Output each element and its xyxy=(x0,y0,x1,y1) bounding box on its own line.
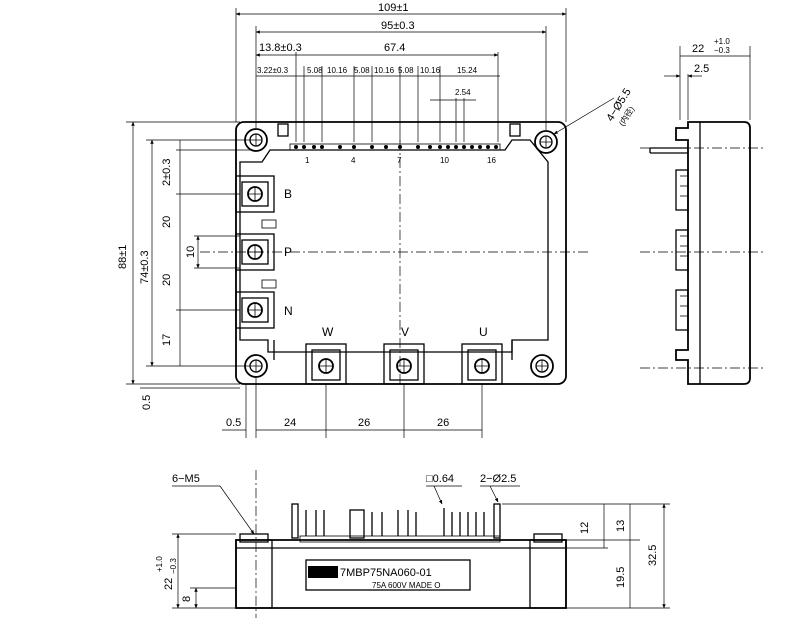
dim-h-22-minus: −0.3 xyxy=(169,558,178,574)
dim-v-10: 10 xyxy=(185,246,197,258)
pin-number-16: 16 xyxy=(487,156,496,165)
dim-sub-508c: 5.08 xyxy=(398,66,414,75)
terminal-w xyxy=(305,343,347,385)
dim-thickness-tol-minus: −0.3 xyxy=(714,46,730,55)
dim-v-2: 2±0.3 xyxy=(161,159,173,186)
dim-v-05: 0.5 xyxy=(141,395,153,410)
terminal-label-b: B xyxy=(284,187,292,201)
dim-mount-height: 74±0.3 xyxy=(139,250,151,284)
dim-mount-pitch: 95±0.3 xyxy=(381,20,415,32)
dim-h-195: 19.5 xyxy=(615,567,627,588)
dim-h-22: 22 xyxy=(163,578,175,590)
pin-number-4: 4 xyxy=(351,156,356,165)
dim-sub-508b: 5.08 xyxy=(354,66,370,75)
dim-h-26b: 26 xyxy=(437,417,449,429)
pin-number-7: 7 xyxy=(397,156,402,165)
front-view: 7MBP75NA060-01 75A 600V MADE O xyxy=(235,503,567,609)
terminal-label-w: W xyxy=(322,325,334,339)
dim-sub-1016a: 10.16 xyxy=(327,66,348,75)
dim-step: 2.5 xyxy=(694,63,709,75)
top-view: 1 4 7 10 16 B P N xyxy=(200,121,590,385)
top-view-vertical-dimensions: 88±1 74±0.3 2±0.3 20 10 20 17 0.5 xyxy=(117,121,250,410)
dim-h-12: 12 xyxy=(579,522,591,534)
mount-hole-top-right xyxy=(534,130,558,154)
dim-h-22-plus: +1.0 xyxy=(155,556,164,572)
terminal-label-n: N xyxy=(284,304,293,318)
terminal-v xyxy=(383,343,425,385)
terminal-n xyxy=(235,291,275,329)
side-view xyxy=(640,121,766,385)
side-view-dimensions: 22 +1.0 −0.3 2.5 xyxy=(664,37,751,120)
terminal-b xyxy=(235,175,275,213)
dim-h-26a: 26 xyxy=(358,417,370,429)
dim-screw: 6−M5 xyxy=(172,473,200,485)
dim-h-05: 0.5 xyxy=(226,417,241,429)
dim-thickness-tol-plus: +1.0 xyxy=(714,37,730,46)
front-pins xyxy=(291,503,501,539)
dim-sub-1524: 15.24 xyxy=(457,66,478,75)
dim-pin-square: □0.64 xyxy=(426,473,454,485)
dim-sub-508a: 5.08 xyxy=(307,66,323,75)
dim-pin-span: 67.4 xyxy=(384,42,405,54)
dim-sub-1016b: 10.16 xyxy=(374,66,395,75)
dim-v-20b: 20 xyxy=(161,274,173,286)
dim-sub-322: 3.22±0.3 xyxy=(257,66,289,75)
mount-hole-bottom-right xyxy=(530,354,554,378)
part-number: 7MBP75NA060-01 xyxy=(340,567,432,579)
dim-h-325: 32.5 xyxy=(647,545,659,566)
part-label xyxy=(305,559,471,591)
dim-sub-1016c: 10.16 xyxy=(420,66,441,75)
dim-h-13: 13 xyxy=(615,520,627,532)
part-rating: 75A 600V MADE O xyxy=(372,581,440,590)
pin-number-10: 10 xyxy=(440,156,449,165)
top-view-bottom-dimensions: 0.5 24 26 26 xyxy=(222,378,483,438)
front-view-dimensions: 6−M5 □0.64 2−Ø2.5 12 13 19.5 32.5 22 +1.… xyxy=(155,470,670,618)
terminal-label-p: P xyxy=(284,245,292,259)
dim-sub-254: 2.54 xyxy=(455,88,471,97)
dim-v-17: 17 xyxy=(161,334,173,346)
dim-pin-offset: 13.8±0.3 xyxy=(259,42,302,54)
control-pin-row xyxy=(289,143,501,151)
dim-h-24: 24 xyxy=(284,417,296,429)
dim-pin-dia: 2−Ø2.5 xyxy=(480,473,516,485)
dim-v-20a: 20 xyxy=(161,216,173,228)
dim-thickness: 22 xyxy=(692,43,704,55)
terminal-label-v: V xyxy=(401,325,409,339)
dim-overall-height: 88±1 xyxy=(117,245,129,269)
terminal-u xyxy=(461,343,503,385)
pin-number-1: 1 xyxy=(305,156,310,165)
terminal-label-u: U xyxy=(479,325,488,339)
top-view-horizontal-dimensions: 109±1 95±0.3 13.8±0.3 67.4 3.22±0.3 5.08… xyxy=(235,2,636,142)
dim-overall-width: 109±1 xyxy=(378,2,409,14)
dim-h-8: 8 xyxy=(181,596,193,602)
